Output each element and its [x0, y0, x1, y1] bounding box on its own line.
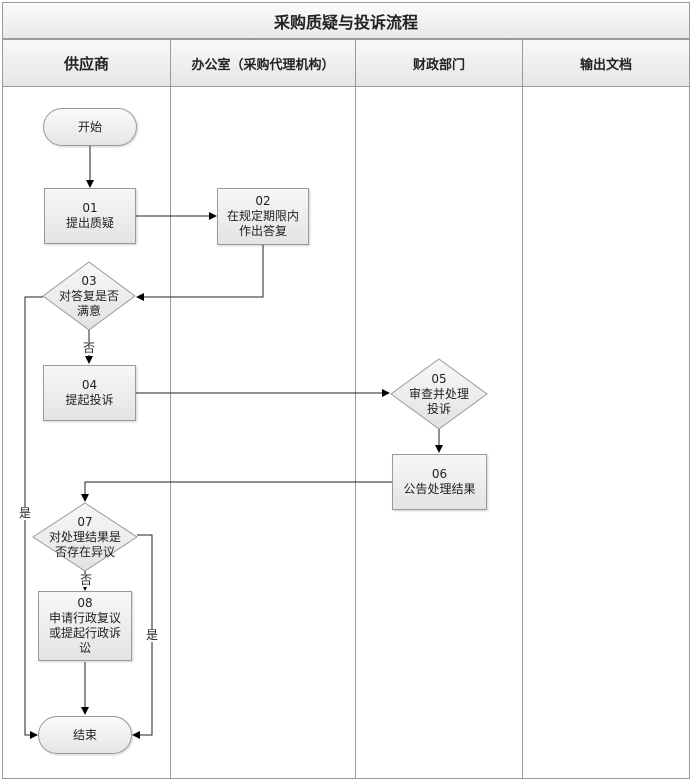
edge-label-07-yes: 是 [145, 628, 160, 642]
step-03-line1: 对答复是否 [58, 288, 119, 303]
step-01-box: 01 提出质疑 [44, 188, 136, 244]
end-label: 结束 [72, 727, 97, 742]
step-02-line1: 在规定期限内 [226, 209, 299, 223]
step-04-box: 04 提起投诉 [43, 365, 136, 421]
step-08-box: 08 申请行政复议 或提起行政诉 讼 [38, 591, 132, 661]
step-06-box: 06 公告处理结果 [392, 454, 487, 510]
step-05-text: 05 审查并处理 投诉 [391, 371, 487, 417]
end-node: 结束 [38, 716, 132, 754]
step-08-line3: 讼 [78, 641, 91, 655]
step-08-line1: 申请行政复议 [48, 611, 121, 625]
step-02-number: 02 [255, 194, 271, 208]
lane-header-office: 办公室（采购代理机构） [170, 39, 356, 87]
start-label: 开始 [77, 119, 102, 134]
step-05-line1: 审查并处理 [408, 386, 469, 401]
diagram-title: 采购质疑与投诉流程 [2, 2, 690, 39]
arrow-06-to-07 [81, 481, 392, 502]
step-03-text: 03 对答复是否 满意 [43, 273, 135, 319]
step-03-number: 03 [81, 273, 97, 288]
edge-label-07-no: 否 [79, 573, 94, 587]
lane-output [522, 86, 690, 779]
step-02-box: 02 在规定期限内 作出答复 [217, 188, 309, 245]
step-04-label: 提起投诉 [65, 393, 114, 407]
step-04-number: 04 [81, 378, 98, 392]
step-03-line2: 满意 [76, 303, 101, 318]
edge-label-03-no: 否 [82, 341, 97, 355]
step-06-label: 公告处理结果 [403, 482, 476, 496]
step-08-number: 08 [77, 596, 93, 610]
step-01-number: 01 [82, 201, 98, 215]
step-05-number: 05 [431, 371, 447, 386]
step-07-line2: 否存在异议 [54, 544, 115, 559]
step-07-number: 07 [77, 514, 93, 529]
step-07-line1: 对处理结果是 [48, 529, 121, 544]
step-02-line2: 作出答复 [238, 224, 287, 238]
lane-header-output: 输出文档 [522, 39, 690, 87]
step-05-line2: 投诉 [426, 401, 451, 416]
step-01-label: 提出质疑 [65, 216, 114, 230]
arrow-02-to-03 [136, 245, 264, 301]
step-07-text: 07 对处理结果是 否存在异议 [33, 514, 137, 560]
step-08-line2: 或提起行政诉 [48, 626, 121, 640]
step-06-number: 06 [431, 467, 448, 481]
start-node: 开始 [43, 108, 137, 146]
edge-label-03-yes: 是 [18, 506, 33, 520]
